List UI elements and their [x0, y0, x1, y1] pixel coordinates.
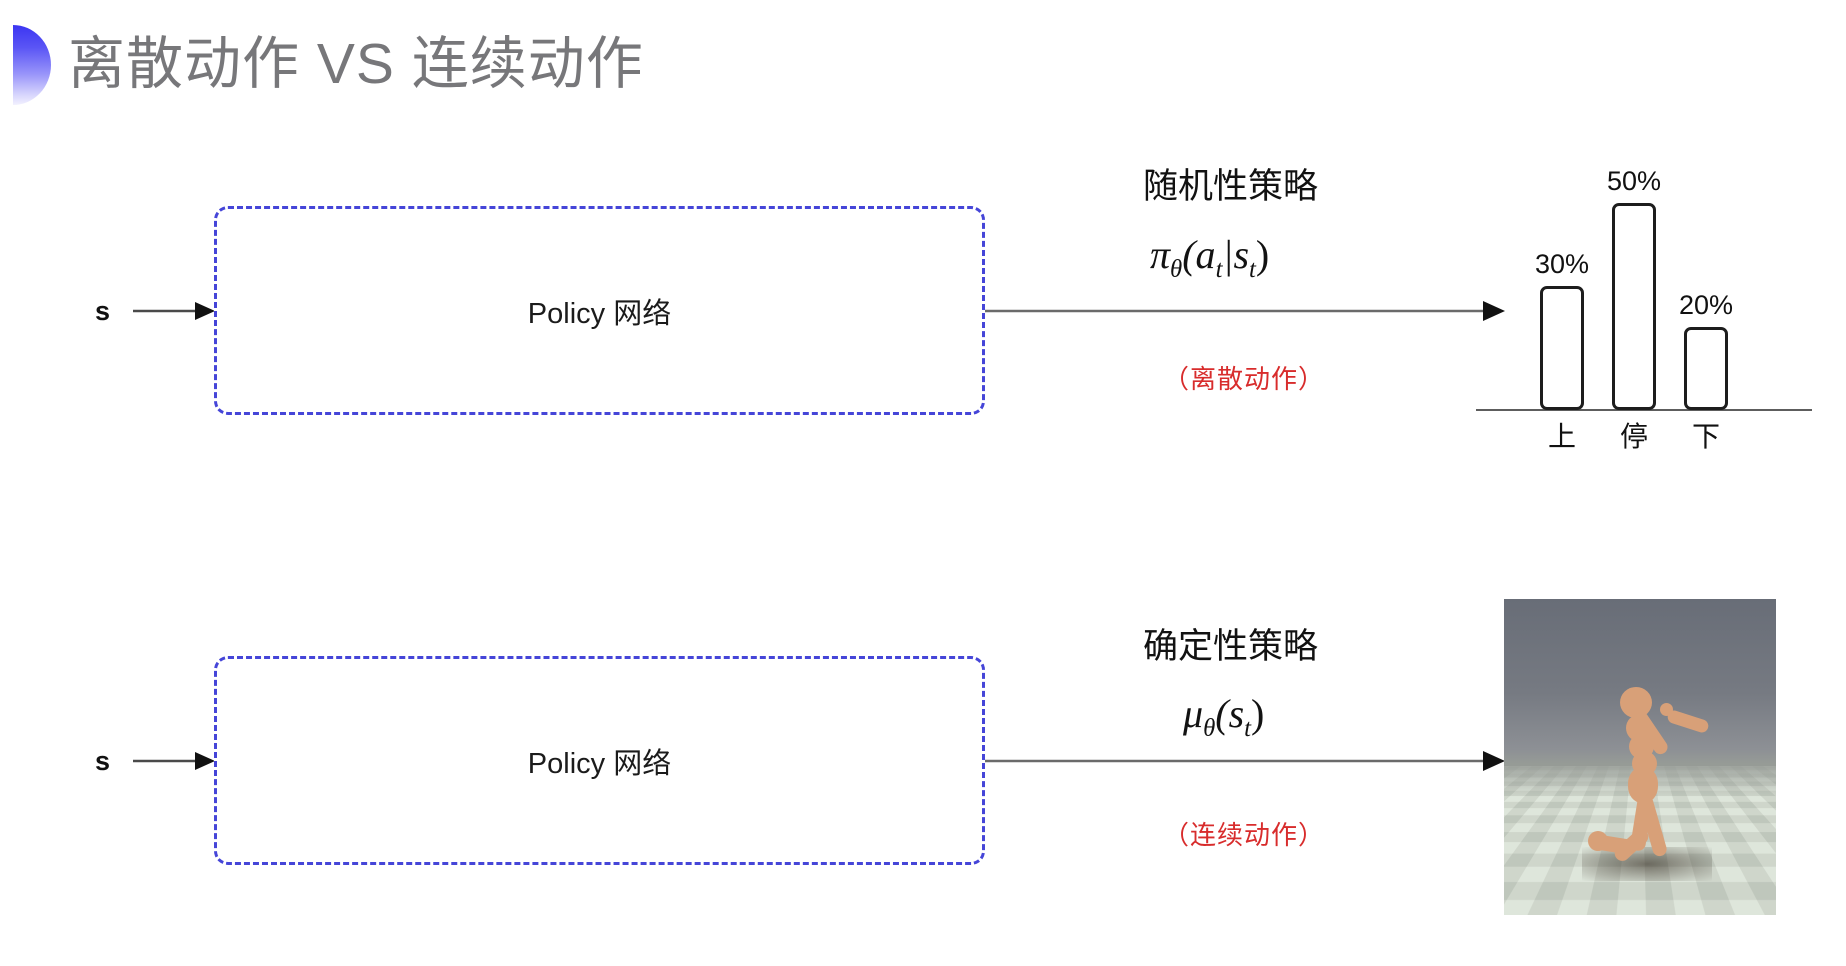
stochastic-policy-title: 随机性策略: [1143, 167, 1319, 206]
formula-open-s: (s: [1215, 691, 1245, 736]
chart-baseline-axis: [1476, 409, 1812, 411]
bar-category-up: 上: [1547, 421, 1576, 452]
title-bullet-icon: [13, 25, 51, 105]
bar-value-stop: 50%: [1606, 166, 1662, 196]
bar-up: [1540, 286, 1584, 410]
stochastic-policy-formula: πθ(at|st): [1150, 231, 1269, 284]
humanoid-simulation-image: [1504, 599, 1776, 915]
humanoid-hand: [1660, 703, 1673, 716]
deterministic-policy-formula: μθ(st): [1183, 690, 1264, 743]
bar-value-down: 20%: [1678, 290, 1734, 320]
formula-open-a: (a: [1182, 232, 1216, 277]
action-probability-bar-chart: 30% 上 50% 停 20% 下: [1466, 110, 1812, 455]
humanoid-knee: [1588, 831, 1608, 851]
formula-a-subscript: t: [1215, 256, 1223, 283]
formula-pi: π: [1150, 232, 1171, 277]
formula-theta-2: θ: [1203, 715, 1216, 742]
formula-mu: μ: [1183, 691, 1204, 736]
arrow-policy-to-output-top: [985, 301, 1505, 321]
formula-close-paren: ): [1255, 232, 1270, 277]
state-input-label-bottom: s: [95, 746, 111, 776]
bar-down: [1684, 327, 1728, 410]
arrow-policy-to-output-bottom: [985, 751, 1505, 771]
deterministic-policy-title: 确定性策略: [1143, 627, 1319, 666]
policy-network-label-bottom: Policy 网络: [527, 747, 672, 780]
arrow-state-to-policy-top: [133, 302, 215, 320]
bar-category-stop: 停: [1619, 421, 1648, 452]
arrow-state-to-policy-bottom: [133, 752, 215, 770]
discrete-action-note: （离散动作）: [1163, 364, 1326, 394]
formula-s-subscript: t: [1249, 256, 1256, 283]
humanoid-shadow: [1582, 847, 1712, 881]
formula-bar-s: |s: [1222, 232, 1250, 277]
formula-s-subscript-2: t: [1244, 715, 1252, 742]
state-input-label-top: s: [95, 296, 111, 326]
page-title: 离散动作 VS 连续动作: [68, 32, 644, 96]
policy-network-box-bottom[interactable]: Policy 网络: [214, 656, 985, 865]
formula-close-paren-2: ): [1251, 691, 1265, 736]
continuous-action-note: （连续动作）: [1163, 820, 1326, 850]
policy-network-label-top: Policy 网络: [527, 297, 672, 330]
policy-network-box-top[interactable]: Policy 网络: [214, 206, 985, 415]
bar-stop: [1612, 203, 1656, 410]
bar-category-down: 下: [1691, 421, 1720, 452]
bar-value-up: 30%: [1534, 249, 1590, 279]
formula-theta: θ: [1170, 256, 1183, 283]
